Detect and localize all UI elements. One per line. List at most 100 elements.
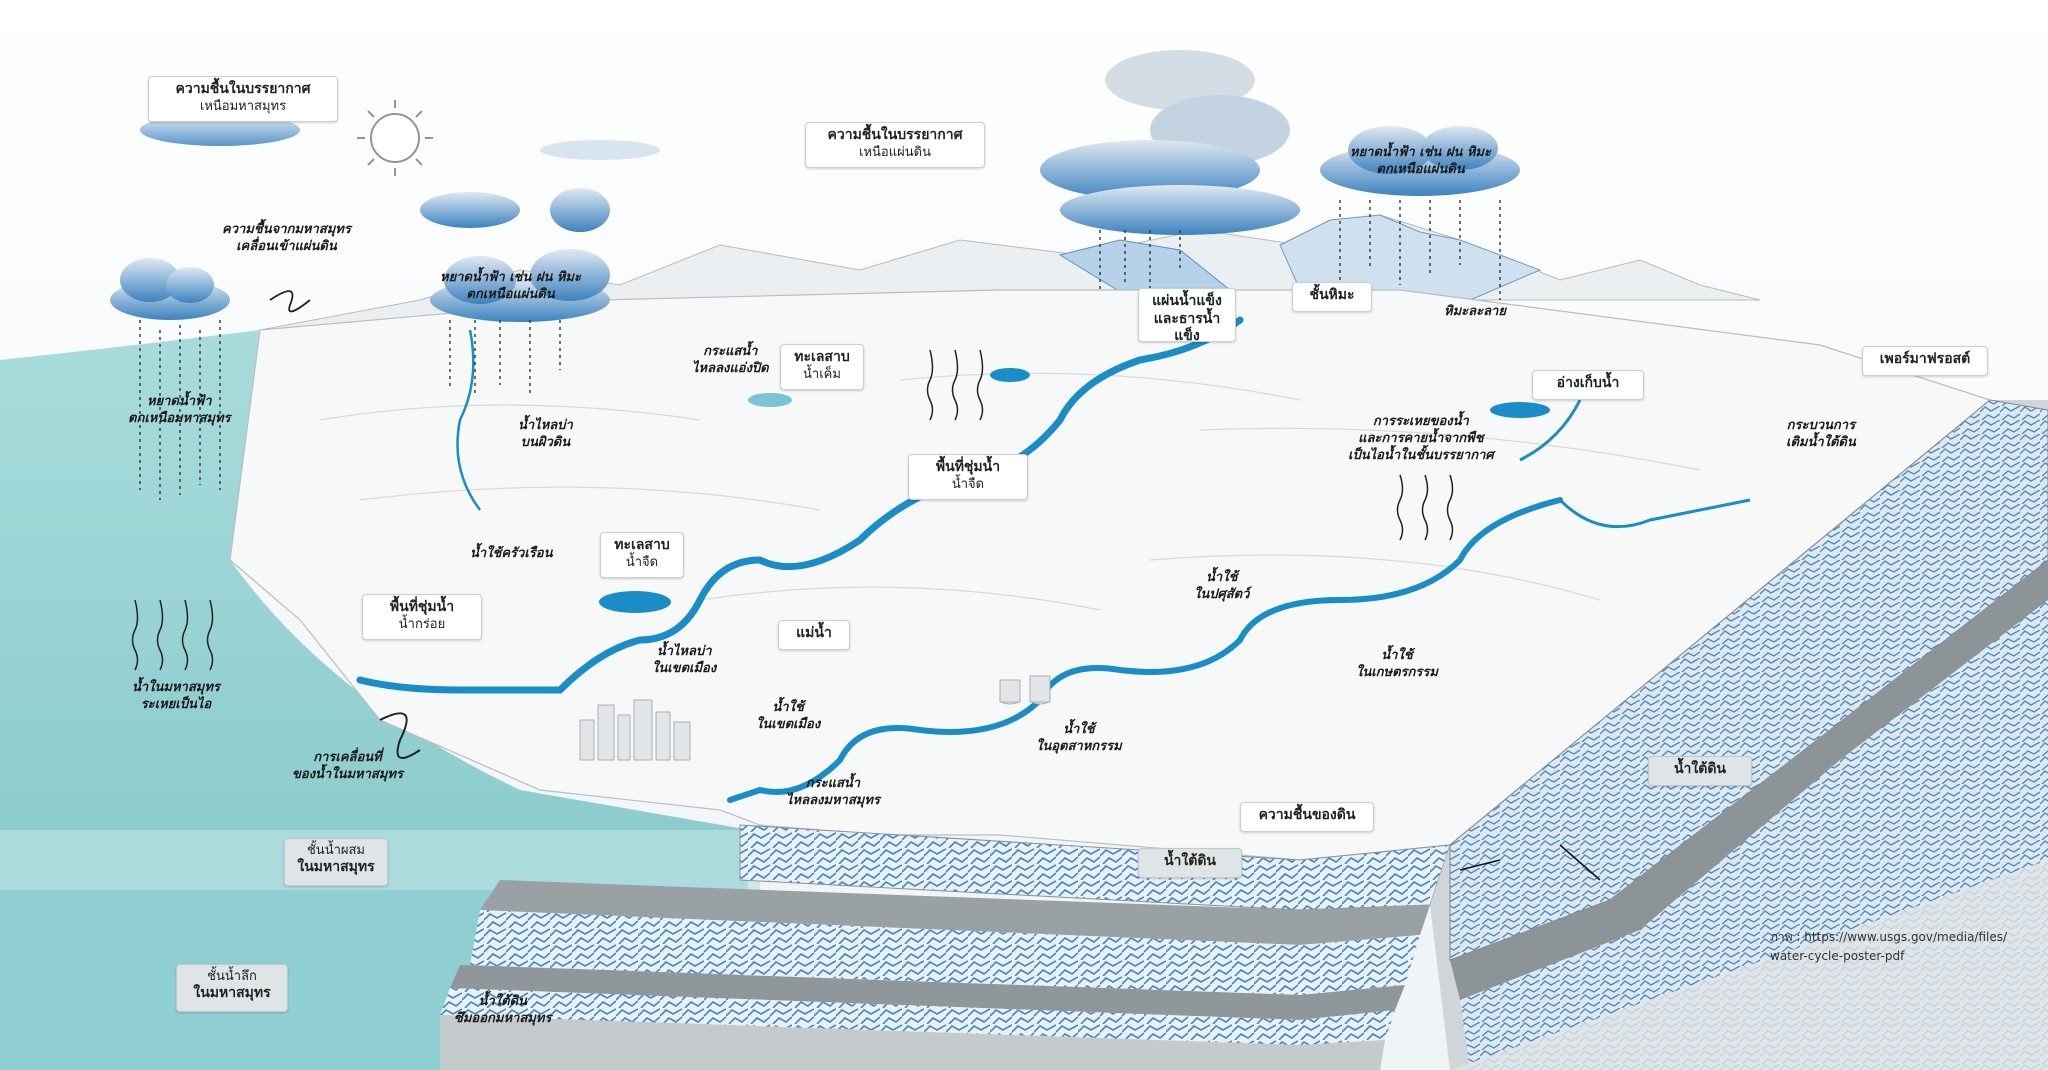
label-surface-runoff: น้ำไหลบ่า บนผิวดิน [518,418,573,452]
side-gray-band [1450,560,2048,1000]
label-evapotranspiration-line1: การระเหยของน้ำ [1372,414,1469,429]
label-precip-land-right-line1: หยาดน้ำฟ้า เช่น ฝน หิมะ [1350,145,1491,160]
label-urban-runoff-line1: น้ำไหลบ่า [656,644,712,659]
label-groundwater-front-line1: น้ำใต้ดิน [1163,853,1217,869]
label-reservoir: อ่างเก็บน้ำ [1532,370,1644,400]
label-atm-land: ความชื้นในบรรยากาศ เหนือแผ่นดิน [805,122,985,168]
label-snowpack: ชั้นหิมะ [1292,282,1372,312]
label-groundwater-front: น้ำใต้ดิน [1138,848,1242,878]
label-closed-basin-flow-line1: กระแสน้ำ [703,344,758,359]
cloud-ocean-left [110,258,230,320]
label-ice-glacier-line1: แผ่นน้ำแข็ง [1152,293,1222,309]
label-precip-land-left-line1: หยาดน้ำฟ้า เช่น ฝน หิมะ [440,270,581,285]
label-closed-basin-flow: กระแสน้ำ ไหลลงแอ่งปิด [692,344,769,378]
label-urban-use-line2: ในเขตเมือง [756,716,821,732]
label-brackish-wetland: พื้นที่ชุ่มน้ำ น้ำกร่อย [362,594,482,640]
label-precip-land-right: หยาดน้ำฟ้า เช่น ฝน หิมะ ตกเหนือแผ่นดิน [1350,145,1491,179]
label-freshwater-wetland-line1: พื้นที่ชุ่มน้ำ [935,459,1001,475]
label-saline-lake: ทะเลสาบ น้ำเค็ม [780,344,864,390]
rain-ocean [139,320,221,500]
label-evapotranspiration-line3: เป็นไอน้ำในชั้นบรรยากาศ [1348,447,1494,463]
label-urban-runoff-line2: ในเขตเมือง [652,660,717,676]
label-precip-ocean-line2: ตกเหนือมหาสมุทร [128,410,231,426]
label-mixed-layer-line2: ในมหาสมุทร [297,859,375,876]
cloud-central-tall [1040,50,1300,235]
label-ocean-evap-line2: ระเหยเป็นไอ [140,696,212,712]
label-streamflow-ocean-line2: ไหลลงมหาสมุทร [786,792,880,808]
label-freshwater-lake-low-line1: ทะเลสาบ [614,537,670,553]
label-precip-ocean: หยาดน้ำฟ้า ตกเหนือมหาสมุทร [128,394,231,428]
label-freshwater-lake-low: ทะเลสาบ น้ำจืด [600,532,684,578]
label-soil-moisture-line1: ความชื้นของดิน [1258,807,1356,823]
label-closed-basin-flow-line2: ไหลลงแอ่งปิด [692,360,769,376]
label-groundwater-side: น้ำใต้ดิน [1648,756,1752,786]
rain-right [1339,200,1501,300]
label-moisture-move-line1: ความชื้นจากมหาสมุทร [222,222,351,237]
sun-icon [357,100,433,176]
label-groundwater-side-line1: น้ำใต้ดิน [1673,761,1727,777]
label-freshwater-wetland: พื้นที่ชุ่มน้ำ น้ำจืด [908,454,1028,500]
label-domestic-use: น้ำใช้ครัวเรือน [470,546,552,563]
label-submarine-discharge-line1: น้ำใต้ดิน [478,994,527,1009]
crosssection-aquifer-2 [440,988,1395,1045]
label-industrial-use: น้ำใช้ ในอุตสาหกรรม [1036,722,1122,756]
label-snowmelt: หิมะละลาย [1444,304,1506,321]
label-recharge-line1: กระบวนการ [1786,418,1856,433]
label-freshwater-lake-low-line2: น้ำจืด [625,554,659,570]
label-domestic-use-line1: น้ำใช้ครัวเรือน [470,546,553,561]
freshwater-lake [599,591,671,613]
label-freshwater-wetland-line2: น้ำจืด [951,476,985,492]
label-industrial-use-line1: น้ำใช้ [1063,722,1095,737]
rain-central [1099,230,1181,300]
label-industrial-use-line2: ในอุตสาหกรรม [1036,738,1122,754]
label-agri-use: น้ำใช้ ในเกษตรกรรม [1356,648,1438,682]
label-ocean-evap: น้ำในมหาสมุทร ระเหยเป็นไอ [132,680,220,714]
rain-coast [449,320,561,395]
label-reservoir-line1: อ่างเก็บน้ำ [1556,375,1620,391]
label-urban-runoff: น้ำไหลบ่า ในเขตเมือง [652,644,716,678]
evaporation-ocean [131,599,214,671]
label-snowmelt-line1: หิมะละลาย [1444,304,1506,319]
label-agri-use-line1: น้ำใช้ [1381,648,1413,663]
label-river-line1: แม่น้ำ [796,625,832,641]
label-deep-layer-line1: ชั้นน้ำลึก [207,969,257,984]
evaporation-wetland [926,349,984,421]
crosssection-gray-band-2 [450,965,1405,1020]
label-recharge: กระบวนการ เติมน้ำใต้ดิน [1786,418,1856,452]
label-brackish-wetland-line2: น้ำกร่อย [398,616,446,632]
city [579,699,691,761]
label-soil-moisture: ความชื้นของดิน [1240,802,1374,832]
cloud-coast [420,188,610,322]
label-snowpack-line1: ชั้นหิมะ [1309,287,1355,303]
label-submarine-discharge: น้ำใต้ดิน ซึมออกมหาสมุทร [454,994,551,1028]
lower-river [727,497,1563,803]
label-mixed-layer: ชั้นน้ำผสม ในมหาสมุทร [284,838,388,886]
label-saline-lake-line1: ทะเลสาบ [794,349,850,365]
label-ice-glacier: แผ่นน้ำแข็ง และธารน้ำแข็ง [1138,288,1236,344]
tributary-right [1519,399,1751,529]
tributary-left [456,329,482,511]
label-ocean-circulation: การเคลื่อนที่ ของน้ำในมหาสมุทร [292,750,403,784]
crosssection-gray-band-1 [480,880,1430,945]
crosssection-bedrock [440,1015,1385,1070]
label-precip-land-right-line2: ตกเหนือแผ่นดิน [1376,161,1465,177]
label-permafrost: เพอร์มาฟรอสต์ [1862,346,1988,376]
label-livestock-use-line1: น้ำใช้ [1206,570,1238,585]
label-surface-runoff-line2: บนผิวดิน [520,434,571,450]
cloud-ocean-top [140,114,660,160]
label-precip-land-left-line2: ตกเหนือแผ่นดิน [466,286,555,302]
label-streamflow-ocean-line1: กระแสน้ำ [805,776,861,791]
label-permafrost-line1: เพอร์มาฟรอสต์ [1879,351,1971,367]
label-brackish-wetland-line1: พื้นที่ชุ่มน้ำ [389,599,455,615]
label-ocean-circulation-line2: ของน้ำในมหาสมุทร [292,766,403,782]
label-evapotranspiration: การระเหยของน้ำ และการคายน้ำจากพืช เป็นไอ… [1348,414,1494,465]
main-river [356,316,1244,694]
upland-lake [990,368,1030,382]
ocean-current-arrow [379,712,421,759]
reservoir-shape [1490,402,1550,418]
label-moisture-move: ความชื้นจากมหาสมุทร เคลื่อนเข้าแผ่นดิน [222,222,351,256]
image-credit: ภาพ : https://www.usgs.gov/media/files/ … [1770,928,2007,966]
label-submarine-discharge-line2: ซึมออกมหาสมุทร [454,1010,552,1026]
label-ice-glacier-line2: และธารน้ำแข็ง [1153,310,1221,345]
